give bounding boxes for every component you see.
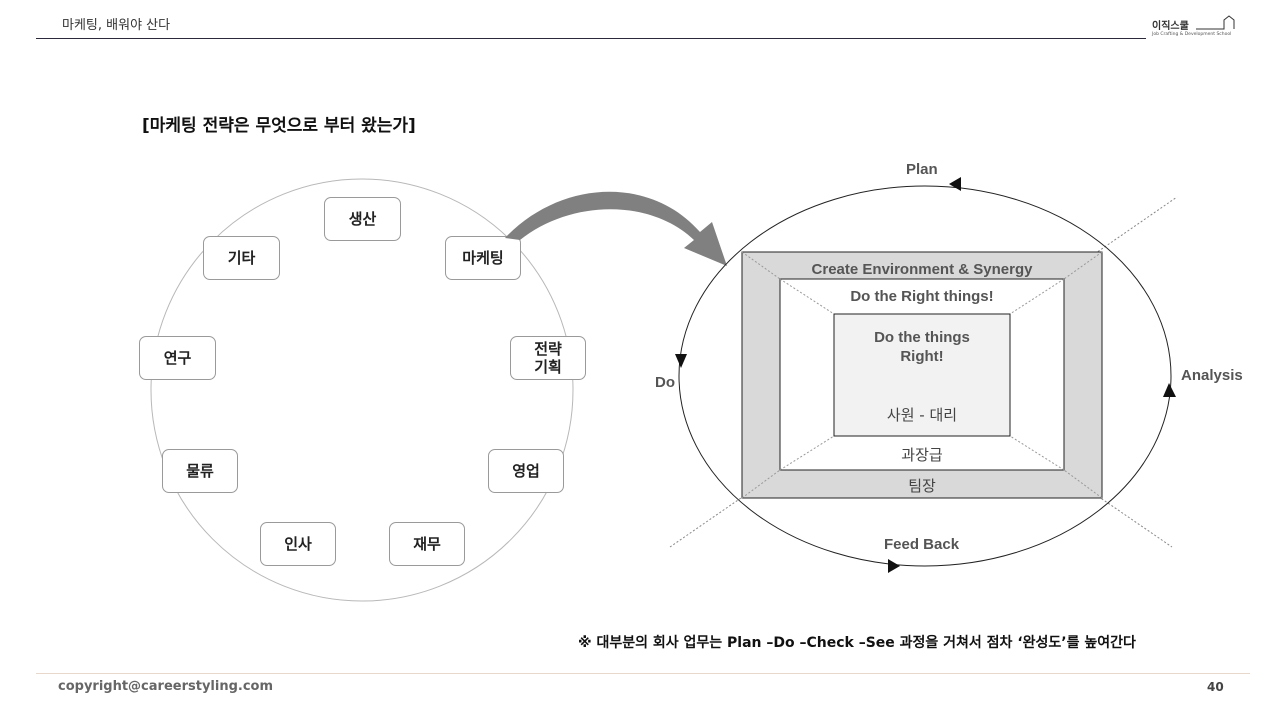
cycle-node-sales: 영업 [488,449,564,493]
level-middle-label: Do the Right things! [850,288,994,305]
cycle-node-hr: 인사 [260,522,336,566]
level-staff-label: 사원 - 대리 [886,406,958,424]
cycle-node-other: 기타 [203,236,280,280]
label-analysis: Analysis [1181,367,1243,384]
footnote: ※ 대부분의 회사 업무는 Plan –Do –Check –See 과정을 거… [578,635,1136,651]
level-inner-line1: Do the things [874,329,970,346]
cycle-node-research: 연구 [139,336,216,380]
header-title: 마케팅, 배워야 산다 [62,18,171,33]
plan-arrowhead [949,177,961,191]
do-arrowhead [675,354,687,368]
footer-divider [36,673,1250,674]
page-number: 40 [1207,680,1224,694]
cycle-node-strategy: 전략 기획 [510,336,586,380]
logo-house-icon [1196,15,1235,30]
level-outer-label: Create Environment & Synergy [811,261,1033,278]
cycle-node-finance: 재무 [389,522,465,566]
cycle-ellipse [678,185,1172,567]
level-teamlead-label: 팀장 [908,477,936,495]
analysis-arrowhead [1163,383,1176,397]
logo-brand-text: 이직스쿨 [1152,21,1189,32]
copyright-text: copyright@careerstyling.com [58,679,274,694]
feedback-arrowhead [888,559,900,573]
label-feedback: Feed Back [884,536,960,553]
transfer-arrow [505,191,727,266]
level-manager-label: 과장급 [901,446,943,464]
frame-diagonals [741,251,1103,499]
label-plan: Plan [906,161,938,178]
logo-subtitle: Job Crafting & Development School [1152,32,1232,37]
cycle-node-production: 생산 [324,197,401,241]
inner-frame [833,313,1011,437]
label-do: Do [655,374,675,391]
page-title: [마케팅 전략은 무엇으로 부터 왔는가] [142,116,416,136]
brand-logo: 이직스쿨 Job Crafting & Development School [1150,12,1240,42]
cycle-node-marketing: 마케팅 [445,236,521,280]
level-inner-line2: Right! [900,348,944,365]
cycle-node-logistics: 물류 [162,449,238,493]
header-divider [36,38,1146,39]
